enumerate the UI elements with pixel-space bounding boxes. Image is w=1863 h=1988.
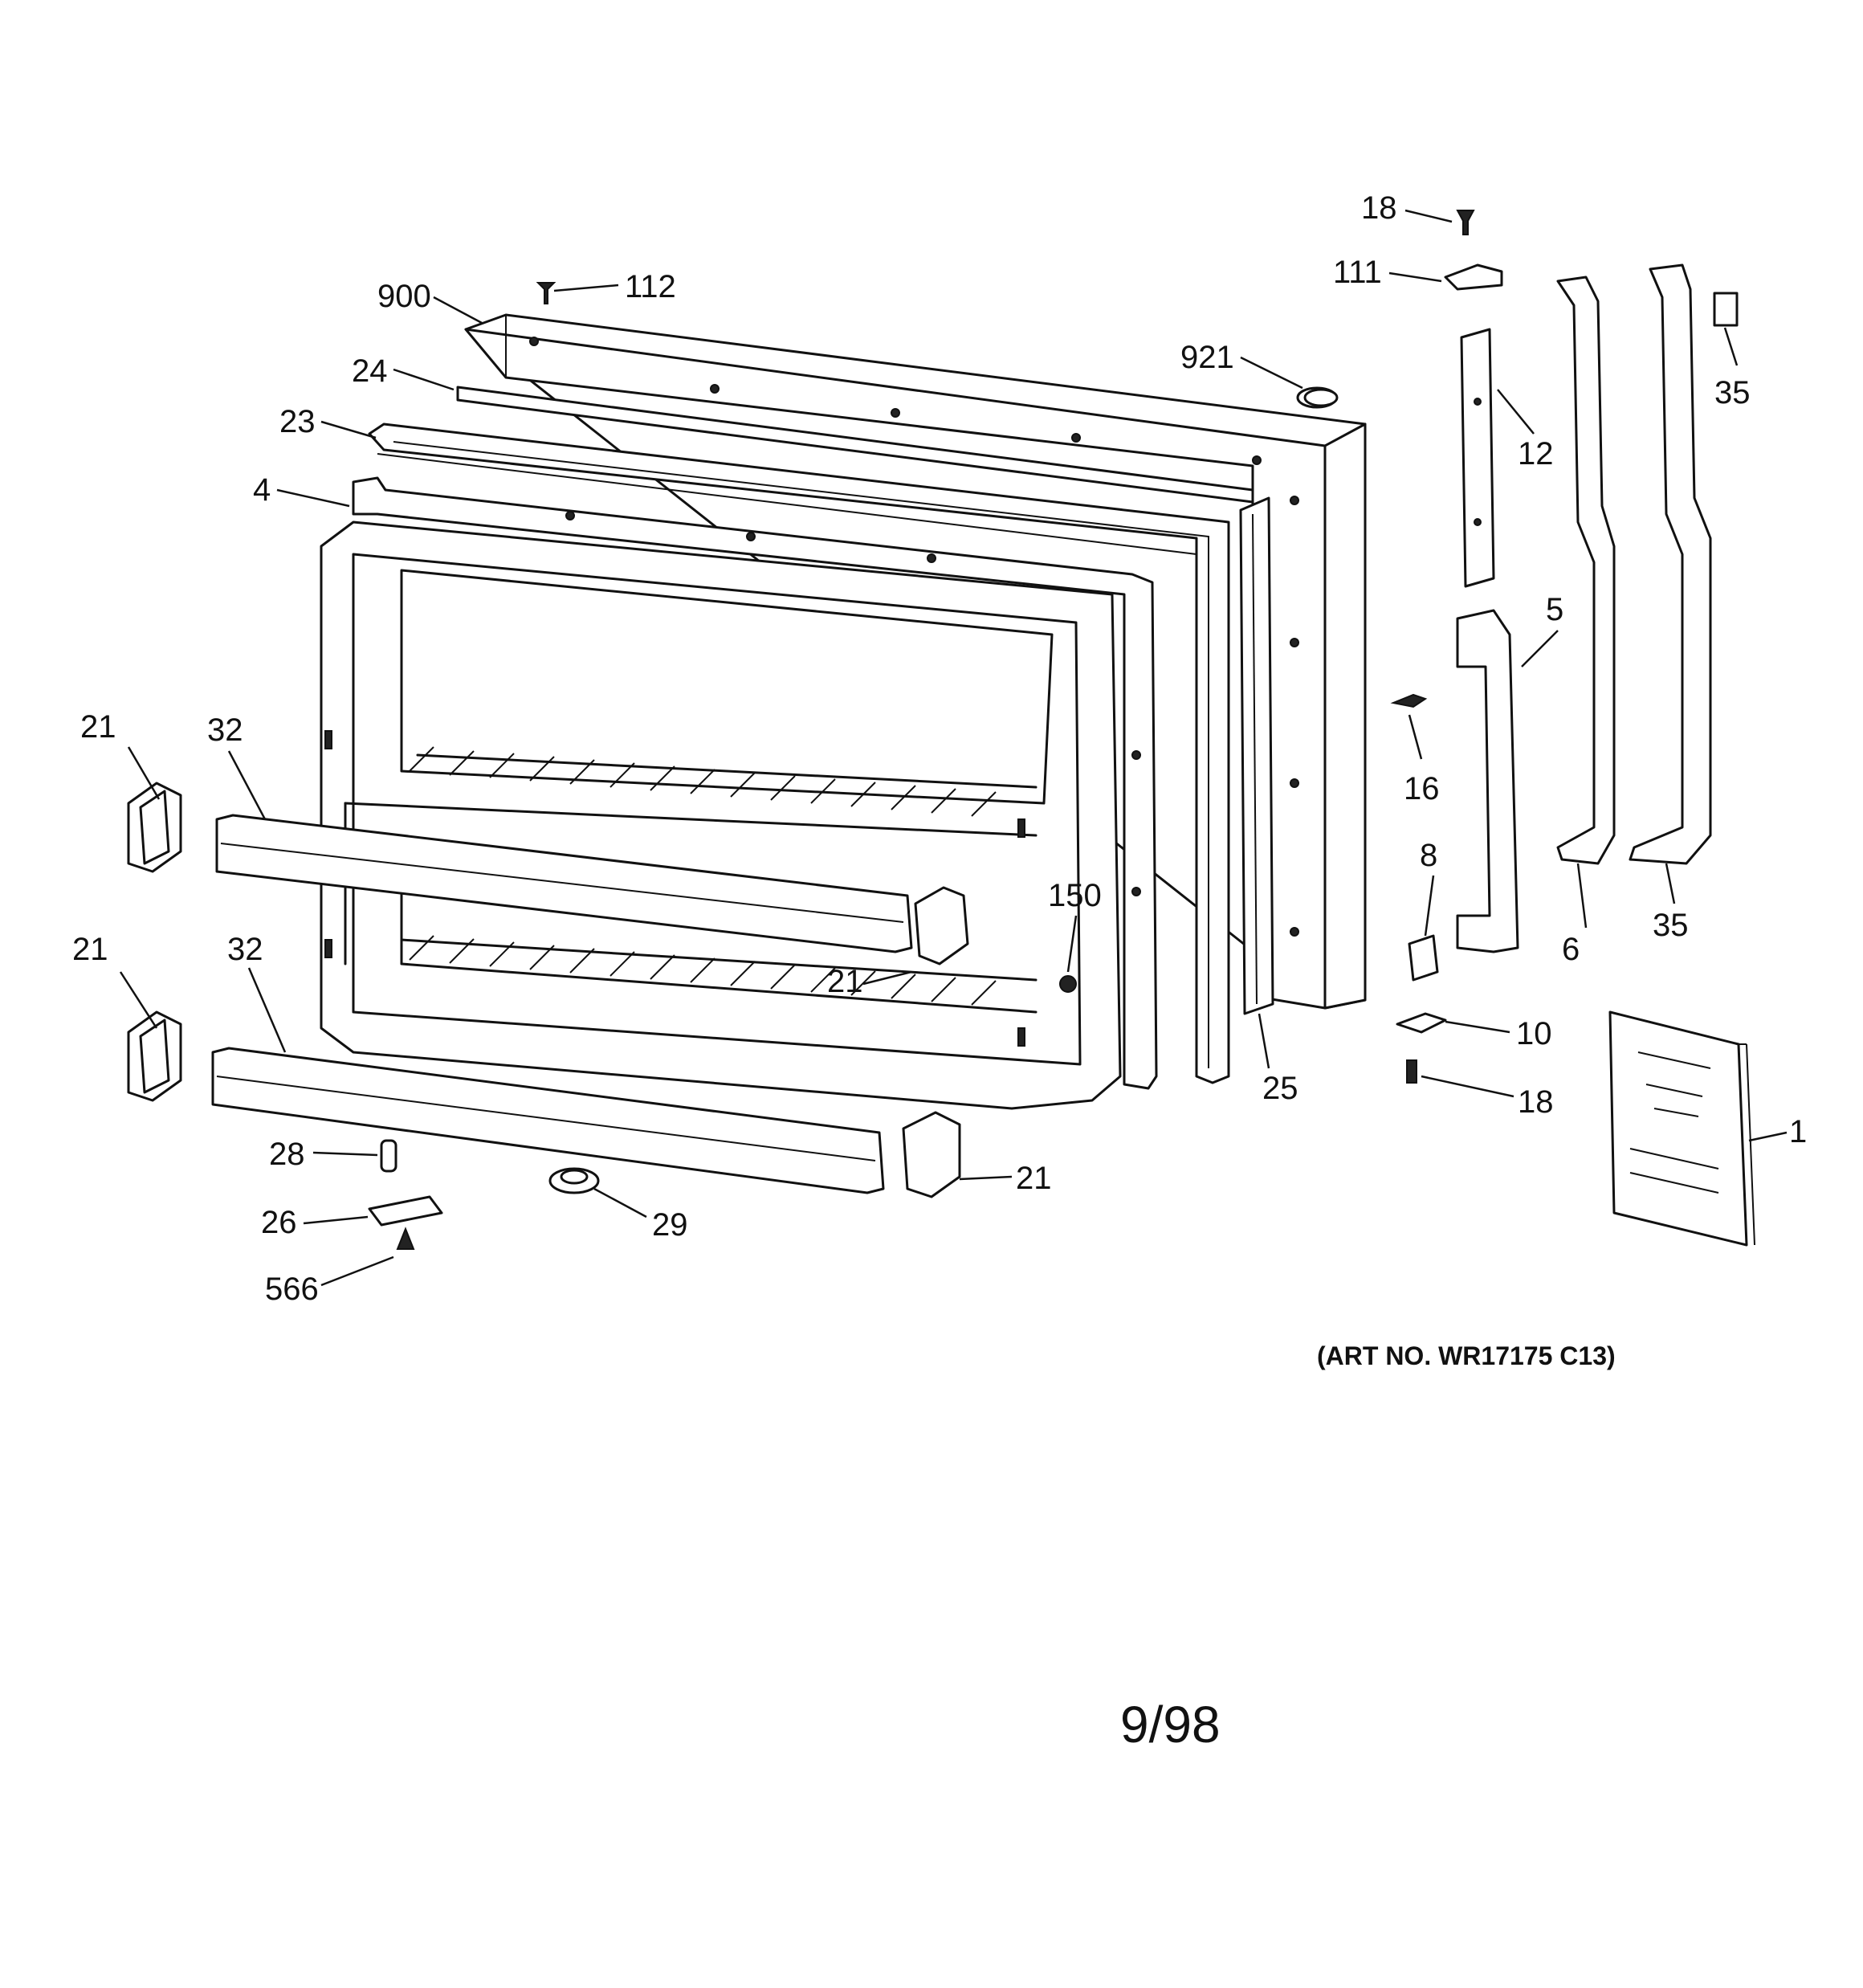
- callout-900: 900: [377, 279, 431, 314]
- callout-labels: 18 111 112 900 921 24 23 4 12 35 5 16 21…: [72, 190, 1807, 1307]
- end-cap-left-upper: [127, 782, 182, 873]
- plug-29: [548, 1167, 600, 1194]
- callout-32-b: 32: [227, 932, 263, 967]
- callout-25: 25: [1262, 1071, 1298, 1106]
- handle-arm-35: [1629, 263, 1712, 865]
- shelf-bar-lower: [211, 1047, 885, 1194]
- callout-921: 921: [1180, 340, 1234, 375]
- bracket-111: [1444, 263, 1503, 291]
- inner-door-liner: [320, 520, 1122, 1110]
- hinge-12: [1460, 328, 1495, 588]
- callout-112: 112: [625, 269, 676, 304]
- art-number: (ART NO. WR17175 C13): [1317, 1341, 1616, 1370]
- callout-1: 1: [1789, 1114, 1807, 1149]
- door-gasket: [368, 423, 1230, 1084]
- end-cap-right-upper: [914, 886, 969, 965]
- callout-26: 26: [261, 1205, 297, 1240]
- date-code: 9/98: [1120, 1696, 1221, 1753]
- callout-28: 28: [269, 1137, 305, 1172]
- callout-12: 12: [1518, 436, 1554, 471]
- plate-26: [368, 1195, 443, 1227]
- callout-10: 10: [1516, 1016, 1552, 1051]
- end-cap-left-lower: [127, 1010, 182, 1102]
- plate-10: [1396, 1012, 1447, 1034]
- callout-18-bottom: 18: [1518, 1084, 1554, 1120]
- screw-112: [536, 282, 556, 304]
- screw-18-top: [1456, 210, 1475, 235]
- callout-150: 150: [1048, 878, 1102, 913]
- callout-21-a: 21: [80, 709, 116, 745]
- manual-1: [1608, 1010, 1755, 1247]
- callout-566: 566: [265, 1272, 319, 1307]
- clip-8: [1408, 934, 1439, 982]
- handle-arm-6: [1556, 276, 1616, 865]
- screw-16: [1390, 693, 1428, 708]
- shelf-bar-upper: [215, 814, 913, 953]
- callout-29: 29: [652, 1207, 688, 1243]
- screw-566: [396, 1227, 415, 1250]
- handle-bracket-5: [1456, 609, 1519, 953]
- callout-23: 23: [279, 404, 316, 439]
- callout-18-top: 18: [1361, 190, 1397, 226]
- callout-4: 4: [253, 472, 271, 508]
- gasket-strip: [456, 386, 1254, 504]
- callout-35-top: 35: [1714, 375, 1751, 410]
- callout-35-bottom: 35: [1653, 908, 1689, 943]
- leader-lines: [119, 209, 1788, 1287]
- callout-24: 24: [352, 353, 388, 389]
- callout-6: 6: [1562, 932, 1580, 967]
- plug-921: [1303, 388, 1339, 407]
- callout-16: 16: [1404, 771, 1440, 806]
- screw-18-bottom: [1406, 1059, 1417, 1084]
- breaker-strip-frame: [352, 476, 1158, 1090]
- callout-111: 111: [1333, 255, 1382, 290]
- callout-21-d: 21: [1016, 1161, 1052, 1196]
- callout-21-b: 21: [72, 932, 108, 967]
- vertical-gasket: [1239, 496, 1274, 1015]
- callout-5: 5: [1546, 592, 1563, 627]
- cap-35: [1713, 292, 1739, 327]
- screw-28: [380, 1139, 397, 1173]
- callout-8: 8: [1420, 838, 1437, 873]
- screw-150: [1059, 975, 1077, 993]
- callout-32-a: 32: [207, 712, 243, 748]
- end-cap-right-lower: [902, 1111, 961, 1198]
- callout-21-c: 21: [827, 964, 863, 999]
